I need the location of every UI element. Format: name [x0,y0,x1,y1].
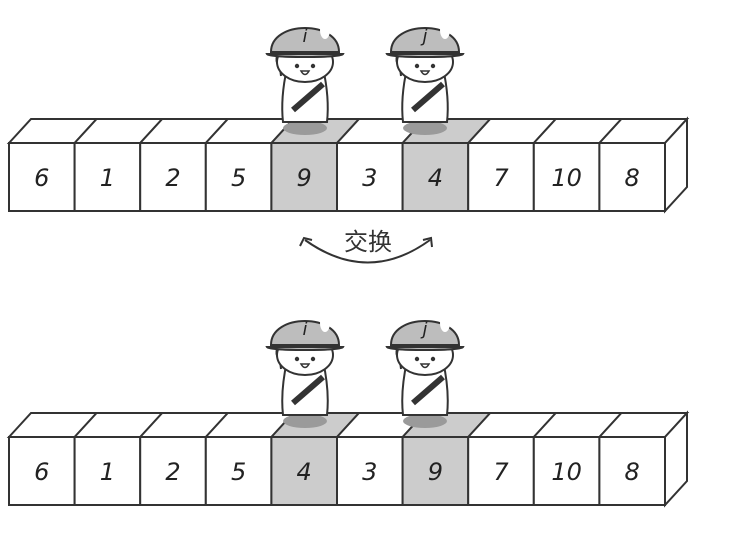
cell-value: 8 [625,458,640,486]
pointer-j-label: j [419,26,427,47]
cell-value: 5 [231,458,246,486]
eye-icon [430,356,436,362]
cell-value: 1 [100,164,115,192]
helmet-shine-icon [440,314,450,332]
helmet-brim-icon [385,346,465,351]
helmet-shine-icon [320,21,330,39]
array-cell [401,142,470,212]
cell-value: 10 [551,164,582,192]
shadow [403,414,447,428]
cell-value: 3 [362,164,377,192]
helmet-brim-icon [385,53,465,58]
arrow-left-icon [299,236,313,247]
arrow-right-icon [422,236,433,248]
array-cell [598,142,667,212]
helmet-shine-icon [320,314,330,332]
swap-label: 交换 [344,228,392,256]
mouth-icon [419,70,431,76]
cell-value: 7 [493,164,509,192]
pointer-i-character-bottom: i [265,314,345,428]
cell-value: 9 [297,164,312,192]
array-cell [204,436,273,506]
array-cell [532,436,601,506]
array-cell [270,436,338,506]
cell-value: 3 [362,458,377,486]
eye-icon [414,63,420,69]
pointer-i-character-top: i [265,21,345,135]
array-cell [139,436,207,506]
array-cell [8,142,76,212]
array-cell [598,436,667,506]
eye-icon [310,63,316,69]
pointer-j-character-top: j [385,21,465,135]
cell-value: 4 [297,458,312,486]
cell-value: 7 [493,458,509,486]
cell-value: 5 [231,164,246,192]
pointer-i-label: i [302,319,307,340]
pointer-j-character-bottom: j [385,314,465,428]
array-cell [532,142,601,212]
helmet-brim-icon [265,346,345,351]
eye-icon [294,356,300,362]
swap-arc-icon [304,239,431,264]
array-cell [336,436,404,506]
helmet-brim-icon [265,53,345,58]
swap-indicator: 交换 [299,228,433,264]
mouth-icon [419,363,431,369]
shadow [283,121,327,135]
pointer-j-label: j [419,319,427,340]
cell-value: 2 [165,458,180,486]
sash-icon [411,374,445,406]
helmet-shine-icon [440,21,450,39]
cell-value: 9 [428,458,443,486]
cell-value: 8 [625,164,640,192]
cell-value: 2 [165,164,180,192]
eye-icon [430,63,436,69]
array-cell [401,436,470,506]
sash-icon [291,81,325,113]
eye-icon [414,356,420,362]
sash-icon [291,374,325,406]
sash-icon [411,81,445,113]
array-cell [139,142,207,212]
shadow [403,121,447,135]
eye-icon [294,63,300,69]
cell-value: 6 [34,164,49,192]
mouth-icon [299,363,311,369]
array-cell [270,142,338,212]
eye-icon [310,356,316,362]
cell-value: 1 [100,458,115,486]
cell-value: 10 [551,458,582,486]
shadow [283,414,327,428]
array-cell [73,142,142,212]
array-before: 6 1 2 5 9 3 4 7 10 8 [6,116,690,214]
mouth-icon [299,70,311,76]
array-after: 6 1 2 5 4 3 9 7 10 8 [6,410,690,508]
array-cell [336,142,404,212]
pointer-i-label: i [302,26,307,47]
cell-value: 4 [428,164,443,192]
cell-value: 6 [34,458,49,486]
